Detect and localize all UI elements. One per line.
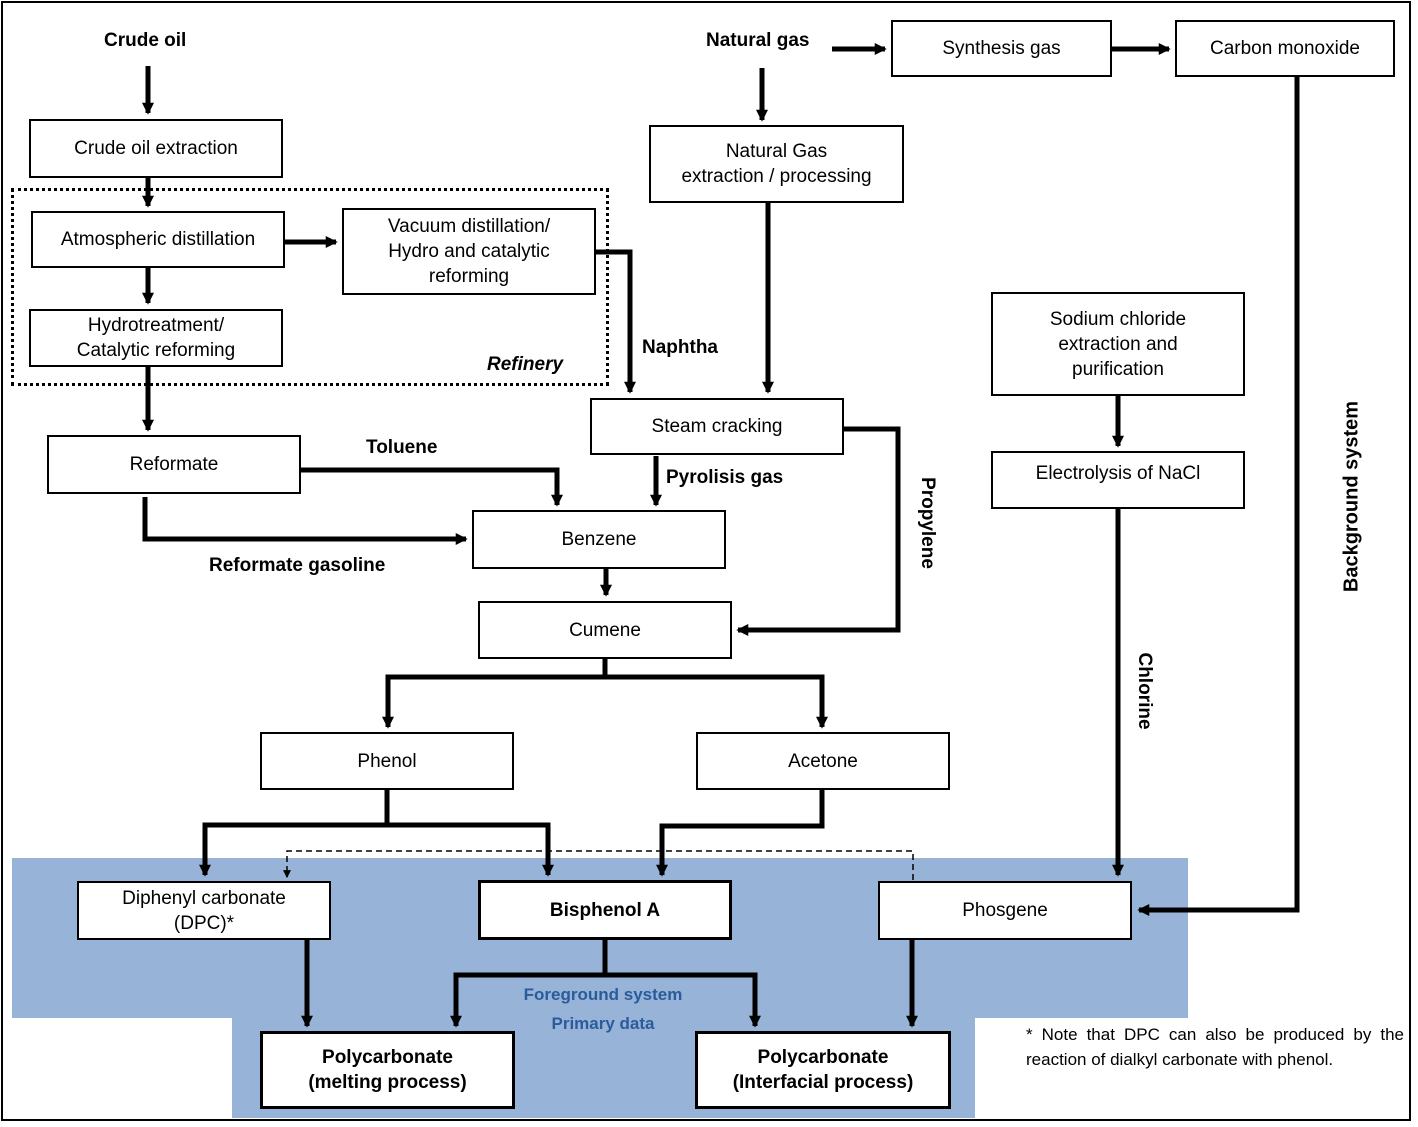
box-reformate: Reformate [47,435,301,494]
box-steam-cracking: Steam cracking [590,398,844,455]
box-crude-oil-extraction: Crude oil extraction [29,119,283,178]
arrow-phenol-to-bpa [387,822,554,877]
label-propylene: Propylene [917,477,938,569]
arrow-acetone-to-bpa [656,790,825,877]
arrow-co-to-phosgene [1137,77,1300,916]
arrow-bpa-to-pc-melting [450,940,608,1028]
arrow-phenol-to-dpc [199,790,390,877]
box-acetone: Acetone [696,732,950,790]
arrow-steam-to-cumene-propylene [736,426,901,636]
label-naphtha: Naphtha [642,337,718,358]
source-crude-oil: Crude oil [104,30,187,51]
foreground-system-label: Foreground system [523,985,683,1004]
box-sodium-chloride: Sodium chloride extraction and purificat… [991,292,1245,396]
box-phosgene: Phosgene [878,881,1132,940]
box-synthesis-gas: Synthesis gas [891,20,1112,77]
source-natural-gas: Natural gas [706,30,810,51]
box-carbon-monoxide: Carbon monoxide [1175,20,1395,77]
label-refinery: Refinery [487,354,564,375]
arrow-cumene-to-phenol [382,659,608,729]
arrow-reformate-to-benzene-toluene [301,467,563,507]
label-toluene: Toluene [366,437,438,458]
box-pc-melting: Polycarbonate (melting process) [260,1031,515,1109]
box-dpc: Diphenyl carbonate (DPC)* [77,881,331,940]
label-pyrolisis-gas: Pyrolisis gas [666,467,784,488]
box-atmospheric-distillation: Atmospheric distillation [31,211,285,268]
arrow-cumene-to-acetone [605,674,828,729]
dashed-phosgene-to-dpc [283,850,914,880]
box-cumene: Cumene [478,601,732,659]
label-chlorine: Chlorine [1134,652,1155,730]
box-natural-gas-extraction: Natural Gas extraction / processing [649,125,904,203]
box-hydrotreatment: Hydrotreatment/ Catalytic reforming [29,309,283,367]
label-reformate-gasoline: Reformate gasoline [209,555,386,576]
box-pc-interfacial: Polycarbonate (Interfacial process) [695,1031,951,1109]
box-bisphenol-a: Bisphenol A [478,880,732,940]
box-benzene: Benzene [472,510,726,569]
box-phenol: Phenol [260,732,514,790]
footnote: * Note that DPC can also be produced by … [1026,1025,1404,1069]
arrow-vacuum-to-steam-naphtha [596,249,636,394]
label-background-system: Background system [1340,400,1363,593]
arrow-bpa-to-pc-interfacial [605,972,761,1028]
refinery-boundary [11,188,609,386]
box-vacuum-distillation: Vacuum distillation/ Hydro and catalytic… [342,208,596,295]
box-electrolysis: Electrolysis of NaCl [991,451,1245,509]
arrow-reformate-to-benzene-gasoline [142,497,468,545]
primary-data-label: Primary data [551,1014,655,1033]
